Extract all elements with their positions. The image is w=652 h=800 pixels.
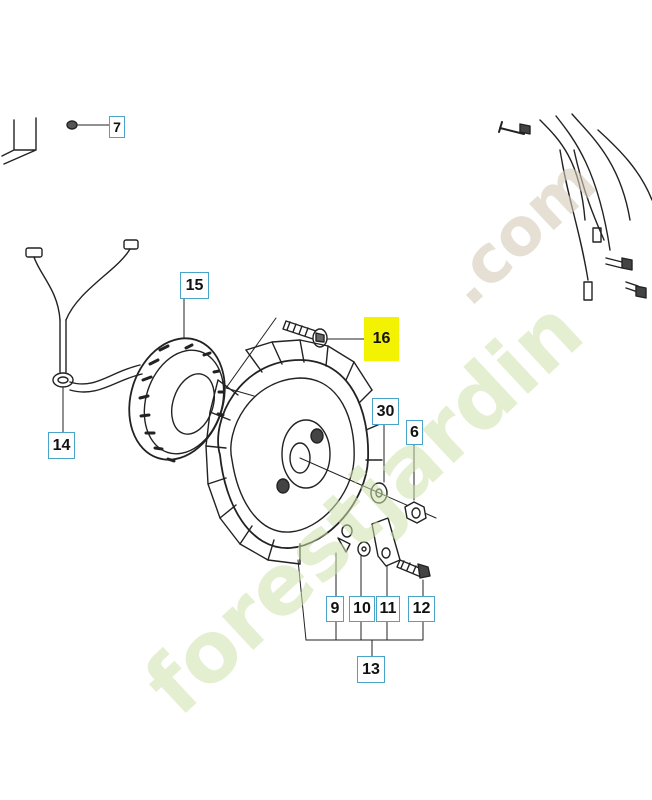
callout-14[interactable]: 14 [48,432,75,459]
callout-6[interactable]: 6 [406,420,423,445]
part-14-wire-harness [25,239,143,433]
part-30-washer [370,424,388,504]
callout-12[interactable]: 12 [408,596,435,622]
callout-11[interactable]: 11 [376,596,400,622]
bracket-fragment [1,117,37,165]
callout-30[interactable]: 30 [372,398,399,425]
callout-7[interactable]: 7 [109,116,125,138]
cable-assembly [498,113,652,301]
part-16-bolt [225,317,365,397]
part-7-screw [66,120,110,130]
callout-10[interactable]: 10 [349,596,375,622]
callout-13[interactable]: 13 [357,656,385,683]
part-11-clip [371,517,401,597]
part-13-kit-bracket [305,621,424,657]
part-12-screw [396,559,431,597]
part-10-washer [357,541,371,597]
part-9-washer [335,524,353,597]
flywheel [205,339,437,641]
part-6-nut [404,444,427,524]
part-15-stator [128,298,226,463]
callout-15[interactable]: 15 [180,272,209,299]
callout-16-highlighted[interactable]: 16 [364,317,399,361]
callout-9[interactable]: 9 [326,596,344,622]
